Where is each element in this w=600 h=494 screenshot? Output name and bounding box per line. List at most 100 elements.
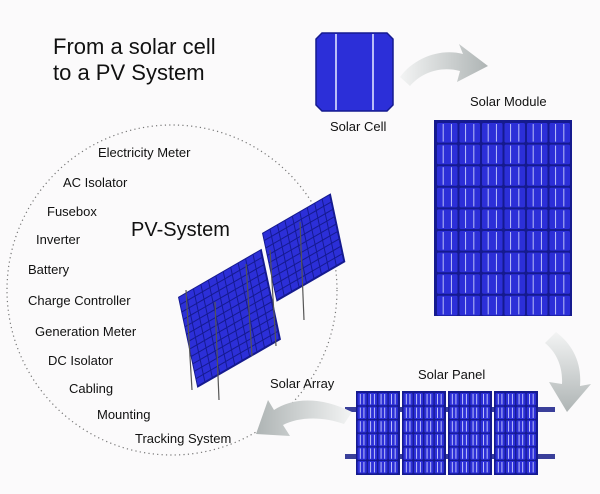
array-lower-row-cell bbox=[237, 293, 246, 304]
array-lower-row-cell bbox=[200, 314, 209, 325]
module-cell bbox=[482, 231, 503, 251]
array-upper-row-cell bbox=[279, 269, 288, 281]
module-cell bbox=[459, 144, 480, 165]
array-upper-row-cell bbox=[307, 203, 316, 215]
panel-cell bbox=[495, 461, 505, 474]
module-cell bbox=[459, 123, 480, 143]
module-cell bbox=[527, 123, 548, 143]
array-lower-row-cell bbox=[236, 327, 245, 338]
array-lower-row-cell bbox=[190, 345, 199, 356]
array-lower-row-cell bbox=[264, 302, 273, 313]
panel-cell bbox=[413, 433, 424, 447]
panel-cell bbox=[526, 447, 536, 460]
array-lower-row-cell bbox=[203, 329, 212, 340]
array-lower-row-cell bbox=[270, 332, 279, 343]
module-cell bbox=[482, 295, 503, 316]
array-lower-row-cell bbox=[239, 300, 248, 311]
diagram-title: From a solar cell to a PV System bbox=[53, 34, 216, 86]
array-lower-row-cell bbox=[230, 338, 239, 350]
array-lower-row-cell bbox=[208, 351, 217, 362]
array-upper-row-cell bbox=[322, 195, 331, 206]
panel-cell bbox=[449, 406, 459, 419]
panel-cell bbox=[449, 433, 459, 447]
array-lower-row-cell bbox=[216, 313, 225, 324]
panel-cell bbox=[424, 461, 434, 474]
module-cell bbox=[549, 252, 570, 273]
array-lower-row-cell bbox=[206, 344, 215, 355]
panel-cell bbox=[526, 393, 536, 406]
array-upper-row-cell bbox=[301, 215, 310, 226]
panel-cell bbox=[357, 461, 367, 474]
array-lower-row-cell bbox=[191, 311, 200, 322]
component-generation-meter: Generation Meter bbox=[35, 324, 137, 339]
panel-cell bbox=[480, 461, 490, 474]
panel-cell bbox=[378, 433, 388, 447]
array-lower-row-cell bbox=[238, 259, 247, 270]
array-lower-row-cell bbox=[202, 363, 211, 374]
panel-cell bbox=[388, 406, 398, 419]
panel-cell bbox=[495, 447, 505, 460]
array-upper-row-cell bbox=[290, 239, 299, 250]
label-solar-module: Solar Module bbox=[470, 94, 547, 109]
panel-cell bbox=[378, 461, 388, 474]
array-lower-row-cell bbox=[197, 299, 206, 311]
array-lower-row-cell bbox=[234, 278, 243, 289]
array-upper-row-cell bbox=[312, 226, 321, 237]
module-cell bbox=[482, 123, 503, 143]
array-upper-row-cell bbox=[264, 237, 273, 248]
panel-cell bbox=[403, 393, 413, 406]
panel-cell bbox=[505, 393, 516, 406]
panel-cell bbox=[403, 461, 413, 474]
array-lower-row-cell bbox=[252, 325, 261, 337]
array-upper-row-cell bbox=[302, 256, 311, 268]
array-lower-row-cell bbox=[200, 356, 209, 367]
array-lower-row-cell bbox=[258, 272, 267, 284]
array-lower-row-cell bbox=[204, 295, 213, 306]
array-lower-row-cell bbox=[188, 338, 197, 349]
array-lower-row-cell bbox=[228, 331, 237, 342]
array-support-post bbox=[245, 263, 253, 357]
array-lower-row-cell bbox=[191, 352, 200, 364]
component-fusebox: Fusebox bbox=[47, 204, 97, 219]
panel-cell bbox=[424, 406, 434, 419]
array-upper-row-cell bbox=[309, 252, 318, 263]
array-lower-row-cell bbox=[261, 287, 270, 298]
array-lower-row-cell bbox=[217, 354, 226, 366]
array-upper-row-cell bbox=[309, 211, 318, 222]
array-lower-row-cell bbox=[254, 333, 263, 344]
array-lower-row-cell bbox=[199, 348, 208, 359]
panel-cell bbox=[413, 406, 424, 419]
module-cell bbox=[437, 144, 458, 165]
array-lower-row-cell bbox=[201, 280, 210, 292]
module-cell bbox=[437, 209, 458, 229]
module-cell bbox=[437, 166, 458, 186]
module-cell bbox=[482, 209, 503, 229]
solar-cell-graphic bbox=[315, 32, 394, 112]
component-dc-isolator: DC Isolator bbox=[48, 353, 114, 368]
array-lower-row-cell bbox=[249, 269, 258, 281]
module-cell bbox=[459, 187, 480, 208]
panel-cell bbox=[459, 420, 470, 433]
array-upper-row-cell bbox=[328, 224, 337, 236]
array-upper-row-cell bbox=[278, 262, 287, 273]
array-upper-row-cell bbox=[326, 251, 335, 262]
array-lower-row-cell bbox=[216, 272, 225, 283]
module-cell bbox=[504, 187, 525, 208]
array-lower-row-cell bbox=[226, 282, 235, 293]
array-upper-row-cell bbox=[272, 232, 281, 244]
arrow-module-to-panel bbox=[545, 332, 591, 412]
panel-cell bbox=[403, 420, 413, 433]
array-upper-row-cell bbox=[315, 199, 324, 210]
panel-cell bbox=[378, 406, 388, 419]
array-lower-row-cell bbox=[194, 326, 203, 337]
array-lower-row-cell bbox=[256, 265, 265, 276]
array-upper-row-cell bbox=[323, 236, 332, 247]
array-upper-row-cell bbox=[282, 243, 291, 254]
solar-panel-graphic bbox=[345, 391, 555, 475]
array-lower-row-cell bbox=[218, 320, 227, 332]
array-upper-row-cell bbox=[306, 237, 315, 249]
panel-cell bbox=[378, 447, 388, 460]
array-upper-row-cell bbox=[335, 254, 344, 265]
array-upper-row-cell bbox=[330, 232, 339, 243]
array-lower-row-cell bbox=[240, 308, 249, 319]
